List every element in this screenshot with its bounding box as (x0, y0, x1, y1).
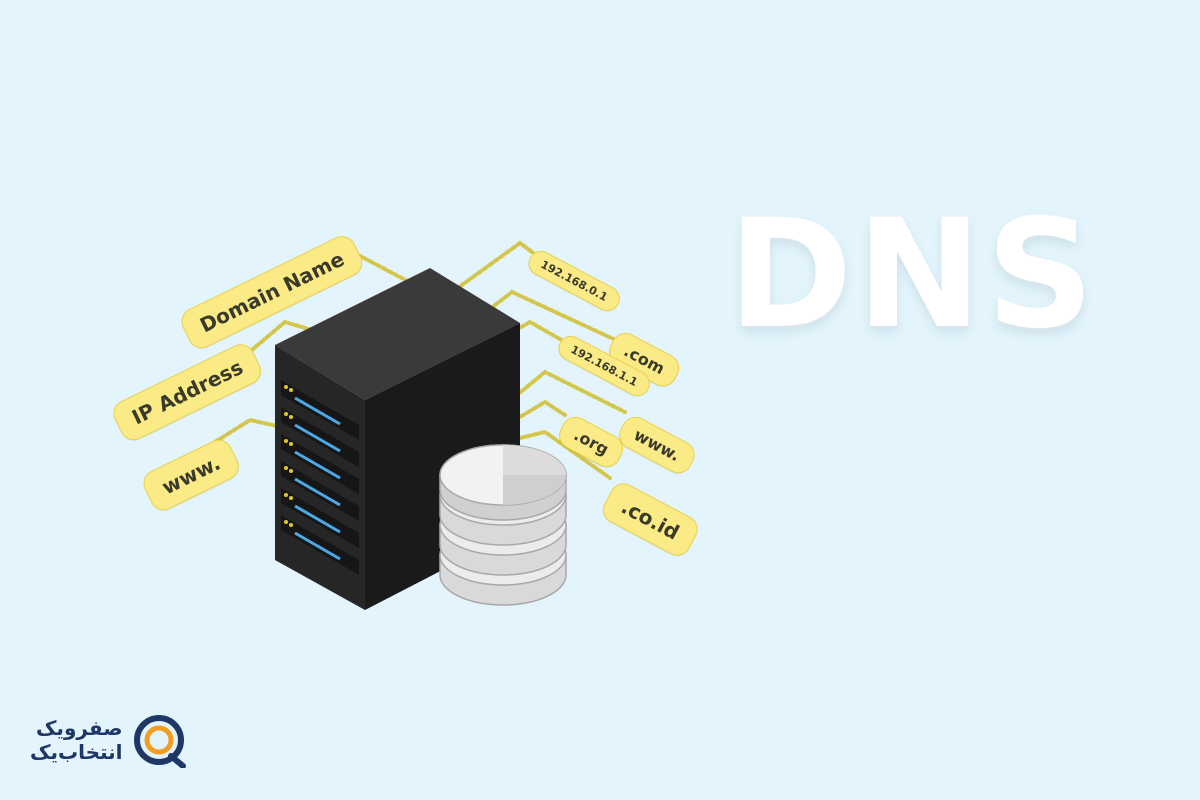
brand-line-1: صفرویک (35, 716, 123, 740)
brand-mark-icon (133, 715, 186, 768)
dns-title: DNS (728, 188, 1099, 362)
server-drive-bays (281, 380, 359, 575)
brand-wordmark: صفرویک انتخاب‌یک (30, 716, 123, 764)
brand-line-2: انتخاب‌یک (30, 740, 123, 764)
database-stack-icon (439, 444, 567, 606)
brand-logo: صفرویک انتخاب‌یک (30, 712, 187, 768)
